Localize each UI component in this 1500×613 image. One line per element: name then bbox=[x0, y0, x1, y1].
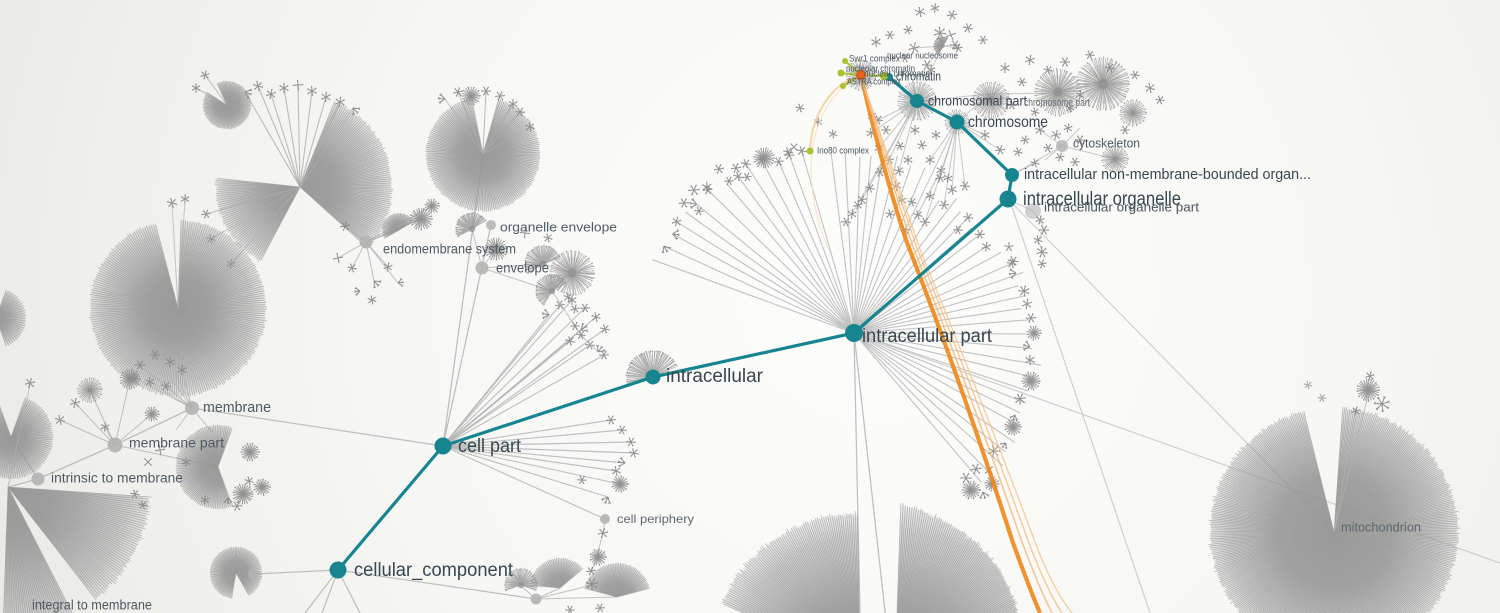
svg-text:Ino80 complex: Ino80 complex bbox=[817, 146, 869, 157]
svg-text:cell part: cell part bbox=[458, 436, 522, 457]
svg-text:intracellular organelle: intracellular organelle bbox=[1023, 189, 1181, 210]
svg-text:nuclear nucleosome: nuclear nucleosome bbox=[887, 50, 958, 60]
svg-text:mitochondrion: mitochondrion bbox=[1341, 520, 1421, 534]
svg-text:chromatin: chromatin bbox=[896, 69, 941, 83]
svg-text:Swr1 complex: Swr1 complex bbox=[849, 54, 900, 65]
svg-text:intracellular non-membrane-bou: intracellular non-membrane-bounded organ… bbox=[1024, 166, 1311, 183]
svg-text:chromosome part: chromosome part bbox=[1024, 97, 1090, 109]
svg-text:intracellular: intracellular bbox=[666, 366, 764, 387]
svg-text:intracellular part: intracellular part bbox=[862, 326, 993, 347]
svg-text:nucleolar chromatin: nucleolar chromatin bbox=[846, 63, 915, 73]
svg-text:cytoskeleton: cytoskeleton bbox=[1073, 136, 1140, 150]
svg-text:intracellular organelle part: intracellular organelle part bbox=[1044, 200, 1200, 214]
svg-text:membrane part: membrane part bbox=[129, 435, 224, 451]
svg-text:envelope: envelope bbox=[496, 261, 549, 276]
svg-text:ASTRA complex: ASTRA complex bbox=[847, 77, 901, 88]
svg-text:integral to membrane: integral to membrane bbox=[32, 598, 152, 613]
svg-text:chromosomal part: chromosomal part bbox=[928, 93, 1027, 109]
svg-text:chromosome: chromosome bbox=[968, 114, 1048, 131]
svg-text:cellular_component: cellular_component bbox=[354, 560, 514, 581]
svg-text:organelle envelope: organelle envelope bbox=[500, 219, 617, 234]
svg-text:endomembrane system: endomembrane system bbox=[383, 241, 516, 257]
svg-text:intrinsic to membrane: intrinsic to membrane bbox=[51, 471, 183, 486]
svg-text:membrane: membrane bbox=[203, 399, 271, 416]
svg-text:cell periphery: cell periphery bbox=[617, 512, 694, 526]
svg-text:nuclear chromatin: nuclear chromatin bbox=[864, 68, 930, 78]
